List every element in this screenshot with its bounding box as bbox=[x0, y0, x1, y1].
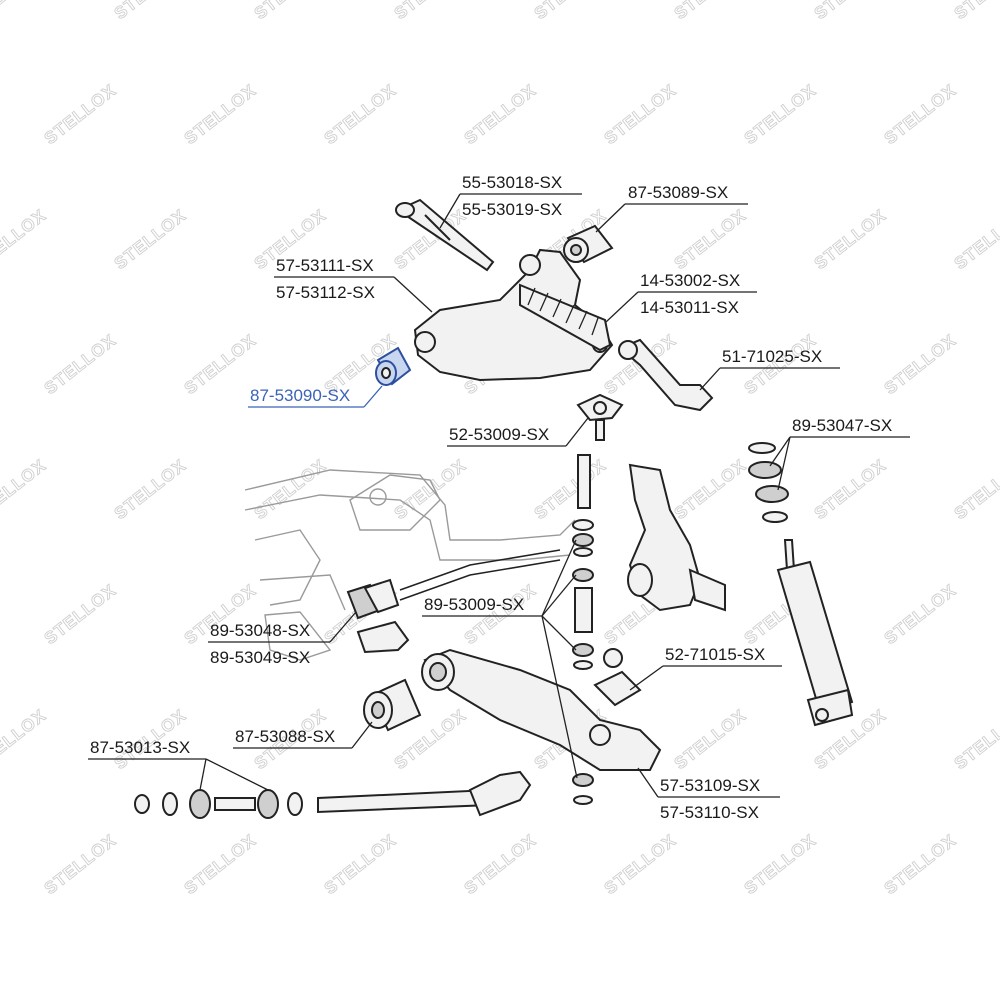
watermark-text: STELLOX bbox=[0, 456, 50, 524]
watermark-text: STELLOX bbox=[181, 331, 260, 399]
upper-control-arm bbox=[413, 248, 614, 382]
bushing-87-53089 bbox=[563, 224, 614, 264]
label-89-53049: 89-53049-SX bbox=[210, 648, 310, 667]
shock-washers bbox=[748, 442, 789, 523]
watermark-text: STELLOX bbox=[671, 206, 750, 274]
watermark-text: STELLOX bbox=[531, 456, 610, 524]
watermark-text: STELLOX bbox=[951, 706, 1000, 774]
watermark-text: STELLOX bbox=[951, 0, 1000, 23]
label-57-53109: 57-53109-SX bbox=[660, 776, 760, 795]
label-14-53002: 14-53002-SX bbox=[640, 271, 740, 290]
label-14-53011: 14-53011-SX bbox=[640, 298, 739, 317]
watermark-text: STELLOX bbox=[811, 456, 890, 524]
lower-ball-joint bbox=[593, 648, 642, 707]
label-87-53013: 87-53013-SX bbox=[90, 738, 190, 757]
tie-rod-end bbox=[618, 338, 714, 412]
bushing-87-53090 bbox=[375, 346, 412, 386]
label-52-71015: 52-71015-SX bbox=[665, 645, 765, 664]
label-52-53009: 52-53009-SX bbox=[449, 425, 549, 444]
shock-absorber bbox=[776, 539, 854, 727]
watermark-text: STELLOX bbox=[391, 0, 470, 23]
stabilizer-bushing bbox=[346, 578, 410, 654]
label-89-53048: 89-53048-SX bbox=[210, 621, 310, 640]
steering-boot bbox=[519, 283, 612, 352]
watermark-text: STELLOX bbox=[181, 81, 260, 149]
watermark-text: STELLOX bbox=[741, 831, 820, 899]
watermark-text: STELLOX bbox=[41, 831, 120, 899]
bushing-87-53088 bbox=[363, 678, 422, 732]
watermark-text: STELLOX bbox=[41, 81, 120, 149]
watermark-text: STELLOX bbox=[951, 456, 1000, 524]
watermark-text: STELLOX bbox=[0, 0, 50, 23]
label-87-53090: 87-53090-SX bbox=[250, 386, 350, 405]
watermark-text: STELLOX bbox=[881, 831, 960, 899]
watermark-text: STELLOX bbox=[671, 706, 750, 774]
watermark-text: STELLOX bbox=[321, 81, 400, 149]
label-89-53009: 89-53009-SX bbox=[424, 595, 524, 614]
watermark-text: STELLOX bbox=[111, 0, 190, 23]
label-89-53047: 89-53047-SX bbox=[792, 416, 892, 435]
watermark-text: STELLOX bbox=[0, 706, 50, 774]
label-57-53111: 57-53111-SX bbox=[276, 256, 374, 275]
watermark-text: STELLOX bbox=[251, 456, 330, 524]
watermark-text: STELLOX bbox=[0, 206, 50, 274]
upper-ball-joint bbox=[576, 393, 624, 441]
watermark-text: STELLOX bbox=[461, 831, 540, 899]
watermark-layer: STELLOX STELLOX STELLOX STELLOX STELLOX STELL… bbox=[0, 0, 1000, 899]
watermark-text: STELLOX bbox=[741, 81, 820, 149]
watermark-text: STELLOX bbox=[881, 81, 960, 149]
watermark-text: STELLOX bbox=[461, 81, 540, 149]
watermark-text: STELLOX bbox=[111, 206, 190, 274]
watermark-text: STELLOX bbox=[881, 581, 960, 649]
watermark-text: STELLOX bbox=[531, 0, 610, 23]
watermark-text: STELLOX bbox=[601, 831, 680, 899]
watermark-text: STELLOX bbox=[41, 331, 120, 399]
watermark-text: STELLOX bbox=[181, 831, 260, 899]
watermark-text: STELLOX bbox=[601, 81, 680, 149]
watermark-text: STELLOX bbox=[41, 581, 120, 649]
watermark-text: STELLOX bbox=[811, 0, 890, 23]
label-57-53112: 57-53112-SX bbox=[276, 283, 375, 302]
lower-control-arm bbox=[421, 648, 662, 771]
label-87-53089: 87-53089-SX bbox=[628, 183, 728, 202]
watermark-text: STELLOX bbox=[111, 456, 190, 524]
watermark-text: STELLOX bbox=[951, 206, 1000, 274]
watermark-text: STELLOX bbox=[881, 331, 960, 399]
steering-knuckle bbox=[627, 463, 726, 612]
steering-inner-tie-rod bbox=[395, 198, 495, 272]
label-87-53088: 87-53088-SX bbox=[235, 727, 335, 746]
watermark-text: STELLOX bbox=[321, 831, 400, 899]
watermark-text: STELLOX bbox=[671, 456, 750, 524]
watermark-text: STELLOX bbox=[811, 206, 890, 274]
label-51-71025: 51-71025-SX bbox=[722, 347, 822, 366]
label-55-53018: 55-53018-SX bbox=[462, 173, 562, 192]
label-57-53110: 57-53110-SX bbox=[660, 803, 759, 822]
center-bolt-stack bbox=[572, 454, 594, 805]
watermark-text: STELLOX bbox=[391, 456, 470, 524]
strut-rod-assembly bbox=[134, 770, 532, 819]
watermark-text: STELLOX bbox=[251, 0, 330, 23]
watermark-text: STELLOX bbox=[461, 581, 540, 649]
chassis-frame bbox=[244, 469, 576, 661]
watermark-text: STELLOX bbox=[671, 0, 750, 23]
labels-layer: 55-53018-SX 55-53019-SX 87-53089-SX 57-5… bbox=[88, 173, 910, 822]
stabilizer-bar bbox=[399, 549, 561, 601]
label-55-53019: 55-53019-SX bbox=[462, 200, 562, 219]
